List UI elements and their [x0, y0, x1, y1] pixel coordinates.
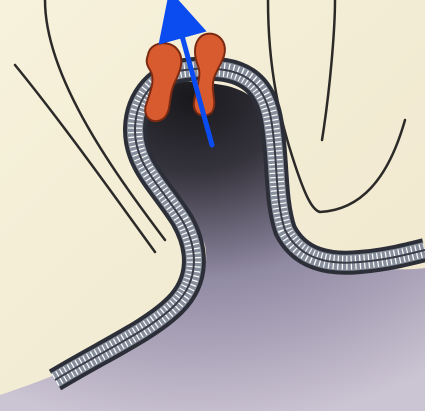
membrane-diagram [0, 0, 425, 411]
